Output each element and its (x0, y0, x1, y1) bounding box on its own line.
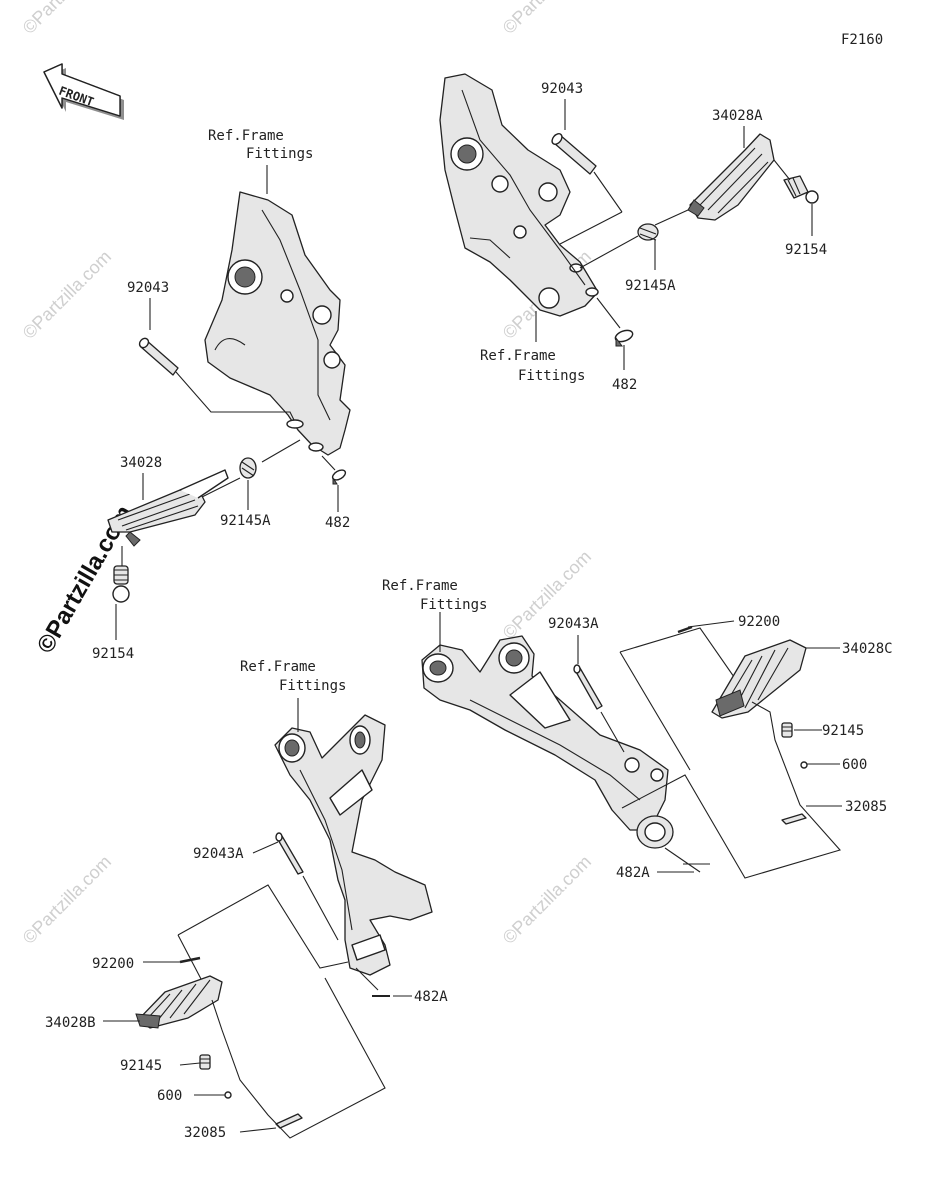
leader-line (261, 439, 301, 463)
clip-482-left (331, 469, 347, 485)
leader-line (321, 455, 336, 471)
part-number-34028A: 34028A (712, 108, 763, 124)
part-number-92043-left: 92043 (127, 280, 169, 296)
pin-92043-left (138, 337, 179, 376)
pin-92154-right (783, 175, 819, 204)
ref-fittings-label: Fittings (420, 597, 487, 613)
ref-fittings-label: Fittings (279, 678, 346, 694)
ref-frame-label: Ref.Frame (480, 348, 556, 364)
part-number-92154-right: 92154 (785, 242, 827, 258)
left-footpeg-bracket (204, 191, 351, 456)
part-number-34028C: 34028C (842, 641, 893, 657)
right-footpeg-bracket (439, 73, 599, 317)
diagram-code: F2160 (841, 32, 883, 48)
part-number-34028: 34028 (120, 455, 162, 471)
pin-92043-right (551, 133, 597, 175)
spring-92145-left (199, 1054, 211, 1070)
part-number-92145A-right: 92145A (625, 278, 676, 294)
part-number-482-right: 482 (612, 377, 637, 393)
leader-line (621, 701, 841, 879)
leader-line (687, 620, 735, 628)
leader-line (179, 1062, 201, 1066)
rear-right-footpeg-bracket (421, 635, 674, 849)
leader-line (654, 209, 689, 226)
leader-line (559, 211, 623, 245)
part-number-92200-left: 92200 (92, 956, 134, 972)
part-number-92145-right: 92145 (822, 723, 864, 739)
part-number-92043A-bottom: 92043A (193, 846, 244, 862)
leader-line (579, 235, 639, 269)
spring-92145-right (781, 722, 793, 738)
pin-92043A-top (573, 664, 603, 710)
rear-left-footpeg-bracket (274, 714, 433, 976)
ref-frame-label: Ref.Frame (382, 578, 458, 594)
leader-line (593, 171, 623, 213)
leader-line (252, 841, 279, 854)
spring-92145A-right (637, 223, 659, 241)
watermark-text: ©Partzilla.com (19, 0, 115, 38)
ref-fittings-label: Fittings (518, 368, 585, 384)
part-number-600-right: 600 (842, 757, 867, 773)
leader-line (175, 371, 295, 421)
pin-32085-right (781, 813, 807, 825)
leader-line (177, 884, 349, 969)
leader-line (211, 977, 386, 1139)
part-number-482-left: 482 (325, 515, 350, 531)
part-number-32085-right: 32085 (845, 799, 887, 815)
ref-frame-label: Ref.Frame (208, 128, 284, 144)
footpeg-34028B (135, 975, 223, 1029)
watermark-text: ©Partzilla.com (19, 851, 115, 947)
pin-92154-left (112, 565, 130, 603)
front-arrow-icon: FRONT (43, 63, 124, 120)
pin-92043A-bottom (275, 832, 304, 875)
pin-32085-left (275, 1113, 303, 1129)
part-number-600-left: 600 (157, 1088, 182, 1104)
pin-92200-left (179, 956, 201, 964)
footpeg-34028C (711, 639, 807, 719)
spring-92145A-left (239, 457, 257, 479)
part-number-92154-left: 92154 (92, 646, 134, 662)
leader-line (619, 651, 691, 771)
clip-482-right (614, 329, 634, 347)
leader-line (600, 711, 625, 753)
leader-line (355, 967, 379, 991)
leader-line (664, 847, 701, 873)
watermark-text: ©Partzilla.com (499, 0, 595, 38)
part-number-482A-right: 482A (616, 865, 650, 881)
watermark-text: ©Partzilla.com (19, 246, 115, 342)
part-number-92200-right: 92200 (738, 614, 780, 630)
part-number-92145A-left: 92145A (220, 513, 271, 529)
part-number-92145-left: 92145 (120, 1058, 162, 1074)
leader-line (596, 297, 621, 329)
part-number-482A-bottom: 482A (414, 989, 448, 1005)
footpeg-34028 (107, 469, 229, 547)
part-number-92043A-top: 92043A (548, 616, 599, 632)
ref-frame-label: Ref.Frame (240, 659, 316, 675)
leader-line (302, 875, 339, 941)
ref-fittings-label: Fittings (246, 146, 313, 162)
part-number-92043-right: 92043 (541, 81, 583, 97)
leader-line (239, 1127, 277, 1133)
pin-92200-right (677, 625, 693, 634)
leader-line (773, 159, 791, 181)
ball-600-right (800, 761, 808, 769)
part-number-34028B: 34028B (45, 1015, 96, 1031)
part-number-32085-left: 32085 (184, 1125, 226, 1141)
footpeg-34028A (687, 133, 775, 221)
leader-line (201, 477, 241, 498)
ball-600-left (224, 1091, 232, 1099)
watermark-text: ©Partzilla.com (499, 851, 595, 947)
